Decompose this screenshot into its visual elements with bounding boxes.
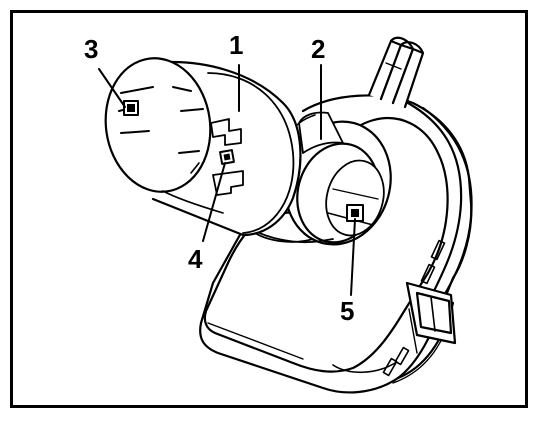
callout-2: 2 <box>311 34 326 64</box>
leader-lines <box>98 64 356 296</box>
figure-border <box>10 10 528 408</box>
callout-5: 5 <box>340 296 355 326</box>
locking-clip <box>405 281 457 354</box>
wire-bundle <box>367 36 425 109</box>
callout-1: 1 <box>229 30 244 60</box>
plug-cylinder <box>104 57 302 237</box>
callout-4: 4 <box>188 244 203 274</box>
diagram-drawing <box>98 36 473 394</box>
callout-3: 3 <box>84 34 99 64</box>
